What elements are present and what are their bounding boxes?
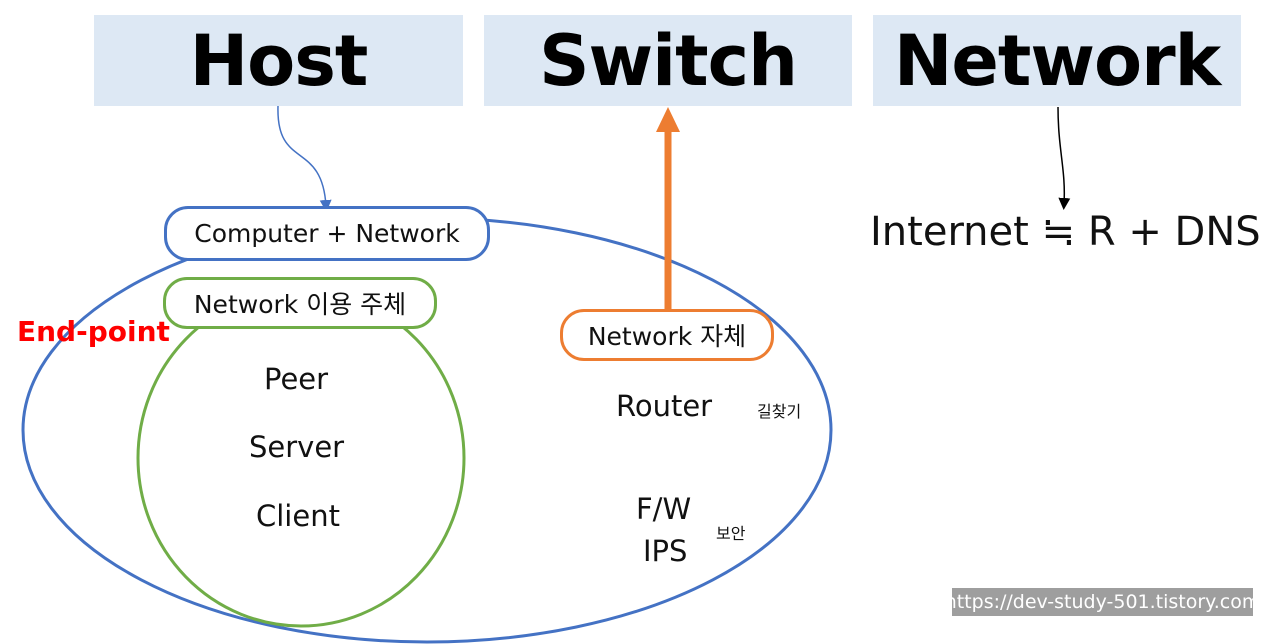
host-connector xyxy=(277,105,332,212)
client-label: Client xyxy=(256,499,340,533)
router-label: Router xyxy=(616,389,713,423)
network-usage-pill: Network 이용 주체 xyxy=(163,277,437,329)
network-itself-pill: Network 자체 xyxy=(560,309,774,361)
header-host: Host xyxy=(94,15,463,106)
orange-arrow-head xyxy=(656,107,680,132)
header-network: Network xyxy=(873,15,1241,106)
header-switch: Switch xyxy=(484,15,852,106)
firewall-label: F/W xyxy=(636,492,692,526)
computer-network-pill: Computer + Network xyxy=(164,206,490,261)
peer-label: Peer xyxy=(264,362,329,396)
pathfinding-label: 길찾기 xyxy=(757,402,802,421)
watermark-url: https://dev-study-501.tistory.com xyxy=(945,588,1260,616)
security-label: 보안 xyxy=(716,524,746,543)
server-label: Server xyxy=(249,430,345,464)
internet-formula: Internet ≒ R + DNS xyxy=(870,209,1261,255)
ips-label: IPS xyxy=(643,534,688,568)
network-connector xyxy=(1057,106,1071,210)
end-point-label: End-point xyxy=(17,315,170,348)
